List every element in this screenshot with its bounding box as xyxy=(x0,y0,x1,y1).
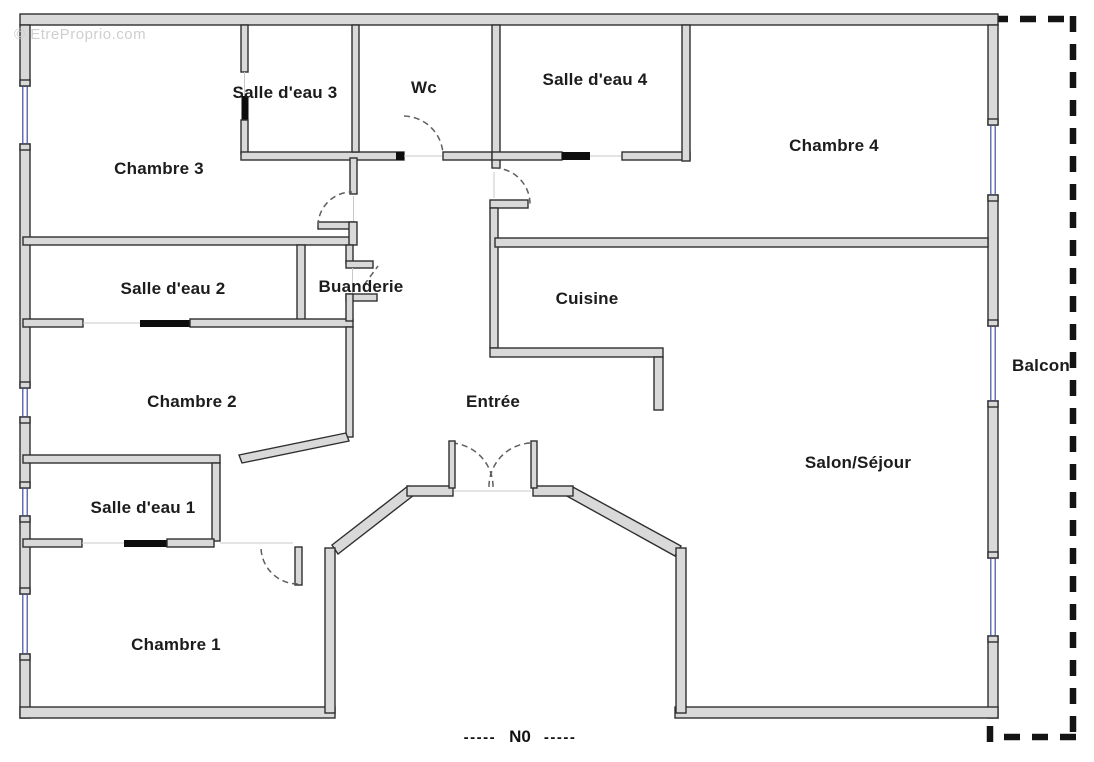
room-label-chambre-4: Chambre 4 xyxy=(789,136,879,155)
compass: ----- N0 ----- xyxy=(464,727,577,747)
room-label-wc: Wc xyxy=(411,78,437,97)
compass-dashes-right: ----- xyxy=(543,728,577,746)
entry-door-panels xyxy=(448,440,538,492)
room-label-balcon: Balcon xyxy=(1012,356,1070,375)
balcony-outline xyxy=(986,15,1077,742)
room-label-salle-eau-3: Salle d'eau 3 xyxy=(232,83,338,102)
room-label-salle-eau-2: Salle d'eau 2 xyxy=(120,279,226,298)
compass-direction-label: N0 xyxy=(509,727,531,746)
room-label-entree: Entrée xyxy=(465,392,521,411)
room-label-salle-eau-4: Salle d'eau 4 xyxy=(542,70,648,89)
windows xyxy=(19,79,999,661)
interior-walls xyxy=(22,24,989,586)
room-label-chambre-3: Chambre 3 xyxy=(114,159,204,178)
room-label-buanderie: Buanderie xyxy=(318,277,404,296)
room-label-chambre-1: Chambre 1 xyxy=(131,635,221,654)
watermark: © EtreProprio.com xyxy=(14,26,147,43)
room-label-salle-eau-1: Salle d'eau 1 xyxy=(90,498,196,517)
outer-walls xyxy=(19,13,999,719)
room-label-salon-sejour: Salon/Séjour xyxy=(804,453,912,472)
door-arcs xyxy=(260,115,531,585)
room-label-chambre-2: Chambre 2 xyxy=(147,392,237,411)
room-label-cuisine: Cuisine xyxy=(555,289,619,308)
compass-dashes-left: ----- xyxy=(463,728,497,746)
